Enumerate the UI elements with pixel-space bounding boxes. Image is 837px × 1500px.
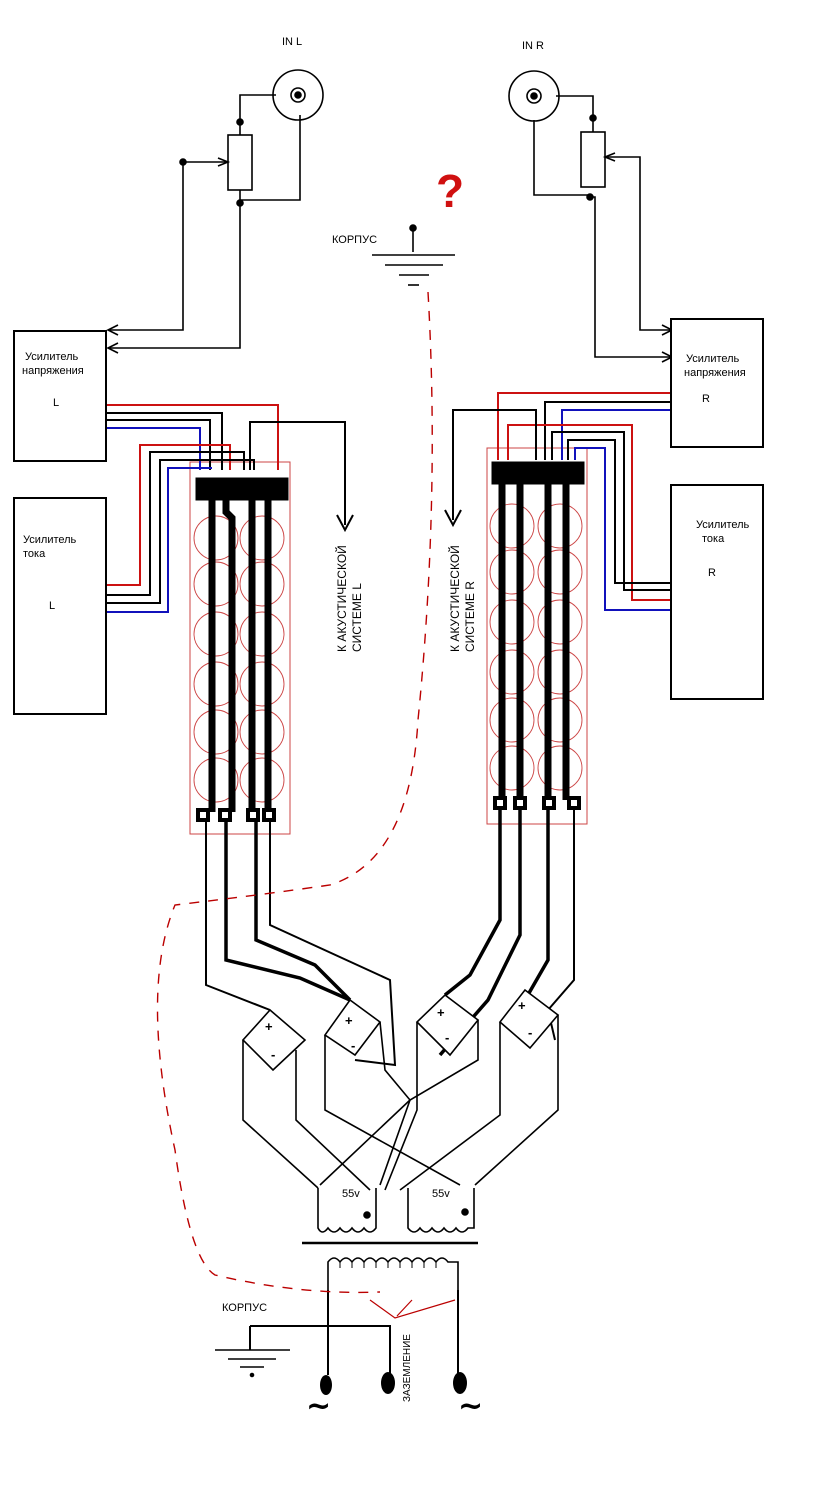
potentiometer-right: [533, 95, 674, 363]
current-amp-left-line1: Усилитель: [23, 534, 77, 546]
bridge-4-plus: +: [518, 998, 526, 1013]
mains-terminals: [320, 1372, 467, 1395]
rca-jack-right: [508, 70, 560, 122]
filter-board-right: [486, 447, 588, 825]
speaker-label-right: К АКУСТИЧЕСКОЙ СИСТЕМЕ R: [448, 545, 478, 652]
mains-wiring: [249, 1290, 459, 1375]
speaker-label-right-line1: К АКУСТИЧЕСКОЙ: [448, 545, 462, 652]
speaker-label-left-line1: К АКУСТИЧЕСКОЙ: [335, 545, 349, 652]
ground-top-label: КОРПУС: [332, 234, 378, 246]
ground-loop-dashed: [156, 291, 433, 1294]
winding-right-label: 55v: [432, 1188, 450, 1200]
mains-phase-right: ~: [458, 1389, 484, 1424]
current-amp-right: Усилитель тока R: [670, 484, 764, 700]
voltage-amp-right-line1: Усилитель: [686, 353, 740, 365]
rca-jack-left: [272, 69, 324, 121]
voltage-amp-right: Усилитель напряжения R: [670, 318, 764, 448]
input-left-label: IN L: [282, 36, 303, 48]
input-right-label: IN R: [522, 40, 544, 52]
power-wires-left: [106, 404, 354, 613]
voltage-amp-right-line2: напряжения: [684, 367, 746, 379]
current-amp-right-line1: Усилитель: [696, 519, 750, 531]
speaker-label-right-line2: СИСТЕМЕ R: [463, 581, 477, 652]
current-amp-left: Усилитель тока L: [13, 497, 107, 715]
bridge-1-minus: -: [271, 1047, 275, 1062]
mains-phase-left: ~: [306, 1389, 332, 1424]
bridge-2-plus: +: [345, 1013, 353, 1028]
power-wires-right: [444, 392, 671, 611]
ac-wires: [242, 1015, 559, 1191]
current-amp-left-line2: тока: [23, 548, 46, 560]
speaker-label-left: К АКУСТИЧЕСКОЙ СИСТЕМЕ L: [335, 545, 365, 652]
filter-board-left: [189, 461, 291, 835]
potentiometer-left: [106, 94, 301, 354]
transformer: [302, 1188, 478, 1290]
current-amp-right-channel: R: [708, 567, 716, 579]
diode-bridge-3: [415, 993, 480, 1057]
current-amp-left-channel: L: [49, 600, 56, 612]
voltage-amp-left-line2: напряжения: [22, 365, 84, 377]
ground-bottom-label: КОРПУС: [222, 1302, 268, 1314]
ground-symbol-top: [372, 224, 455, 286]
bridge-2-minus: -: [351, 1038, 355, 1053]
voltage-amp-right-channel: R: [702, 393, 710, 405]
bridge-3-plus: +: [437, 1005, 445, 1020]
voltage-amp-left: Усилитель напряжения L: [13, 330, 107, 462]
bridge-4-minus: -: [528, 1025, 532, 1040]
diode-bridge-4: [498, 988, 560, 1050]
speaker-label-left-line2: СИСТЕМЕ L: [350, 583, 364, 652]
voltage-amp-left-line1: Усилитель: [25, 351, 79, 363]
voltage-amp-left-channel: L: [53, 397, 60, 409]
winding-left-label: 55v: [342, 1188, 360, 1200]
diode-bridge-1: [241, 1008, 307, 1072]
bridge-1-plus: +: [265, 1019, 273, 1034]
bridge-3-minus: -: [445, 1030, 449, 1045]
current-amp-right-line2: тока: [702, 533, 725, 545]
question-mark: ?: [436, 165, 465, 217]
earth-label: ЗАЗЕМЛЕНИЕ: [402, 1334, 413, 1402]
diode-bridge-2: [323, 998, 382, 1057]
ground-switch: [369, 1299, 456, 1319]
ground-symbol-bottom: [215, 1349, 290, 1378]
